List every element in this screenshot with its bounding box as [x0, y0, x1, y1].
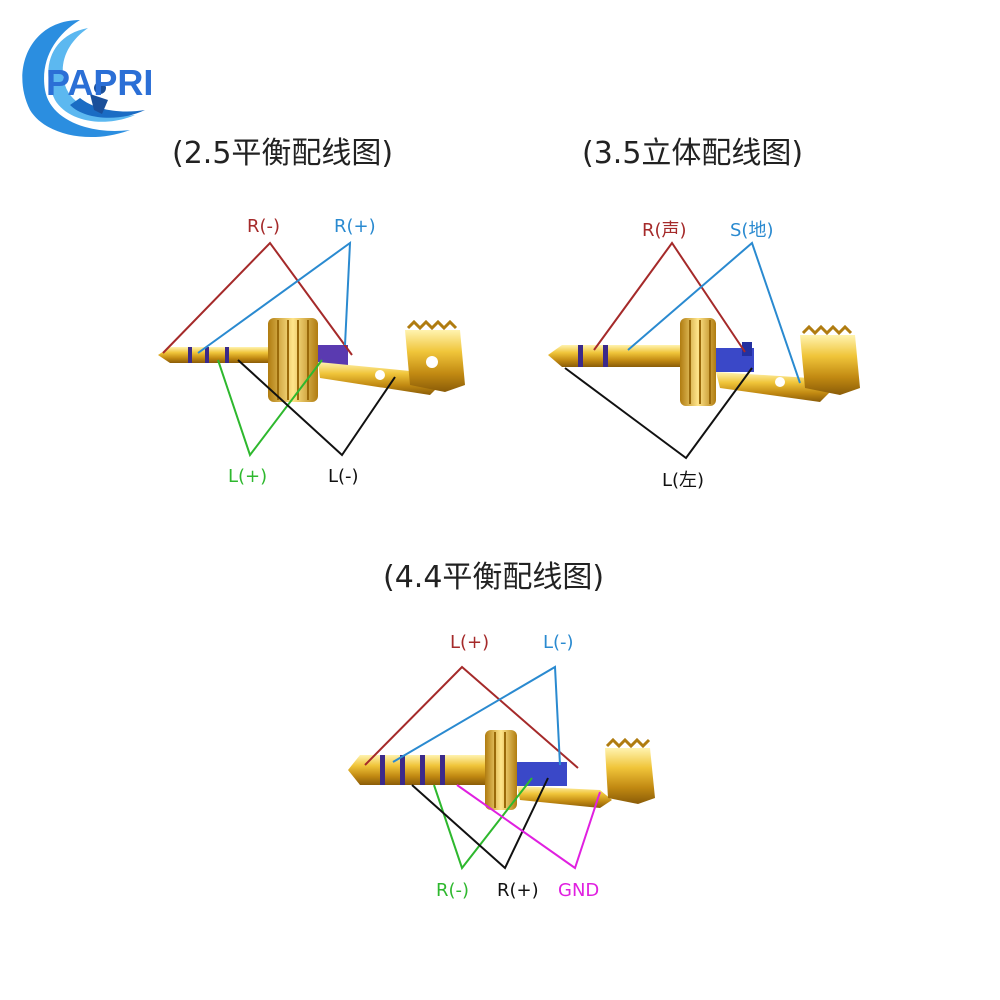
label-r-plus-4-4: R(+) — [497, 880, 539, 901]
label-r-plus-2-5: R(+) — [334, 216, 376, 237]
wire-r-voice-3-5 — [593, 241, 746, 353]
label-l-plus-2-5: L(+) — [228, 466, 268, 487]
wire-l-plus-4-4 — [364, 665, 579, 769]
wire-r-minus-2-5 — [162, 241, 353, 356]
plug-4-4mm — [348, 730, 655, 810]
wire-l-plus-2-5 — [217, 359, 323, 458]
label-r-minus-4-4: R(-) — [436, 880, 470, 901]
diagram-title-4-4: (4.4平衡配线图) — [383, 560, 605, 595]
diagram-title-3-5: (3.5立体配线图) — [582, 136, 804, 171]
label-r-voice-3-5: R(声) — [642, 220, 687, 241]
wire-l-left-3-5 — [564, 367, 753, 460]
logo-text: PAPRI — [46, 62, 154, 103]
label-gnd-4-4: GND — [558, 880, 600, 901]
diagram-title-2-5: (2.5平衡配线图) — [172, 136, 394, 171]
wire-r-plus-2-5 — [197, 240, 352, 354]
papri-logo: PAPRI — [10, 10, 160, 140]
label-l-left-3-5: L(左) — [662, 470, 705, 491]
wire-l-minus-4-4 — [392, 665, 561, 766]
wire-gnd-4-4 — [456, 784, 601, 870]
plug-2-5mm — [158, 318, 465, 402]
wave-logo-icon — [22, 20, 145, 138]
wire-s-ground-3-5 — [627, 241, 801, 384]
wire-r-plus-4-4 — [411, 777, 549, 870]
wire-r-minus-4-4 — [433, 777, 533, 871]
label-l-minus-2-5: L(-) — [328, 466, 359, 487]
label-r-minus-2-5: R(-) — [247, 216, 281, 237]
plug-3-5mm — [548, 318, 860, 406]
label-s-ground-3-5: S(地) — [730, 220, 774, 241]
label-l-plus-4-4: L(+) — [450, 632, 490, 653]
label-l-minus-4-4: L(-) — [543, 632, 574, 653]
wire-l-minus-2-5 — [237, 359, 396, 457]
